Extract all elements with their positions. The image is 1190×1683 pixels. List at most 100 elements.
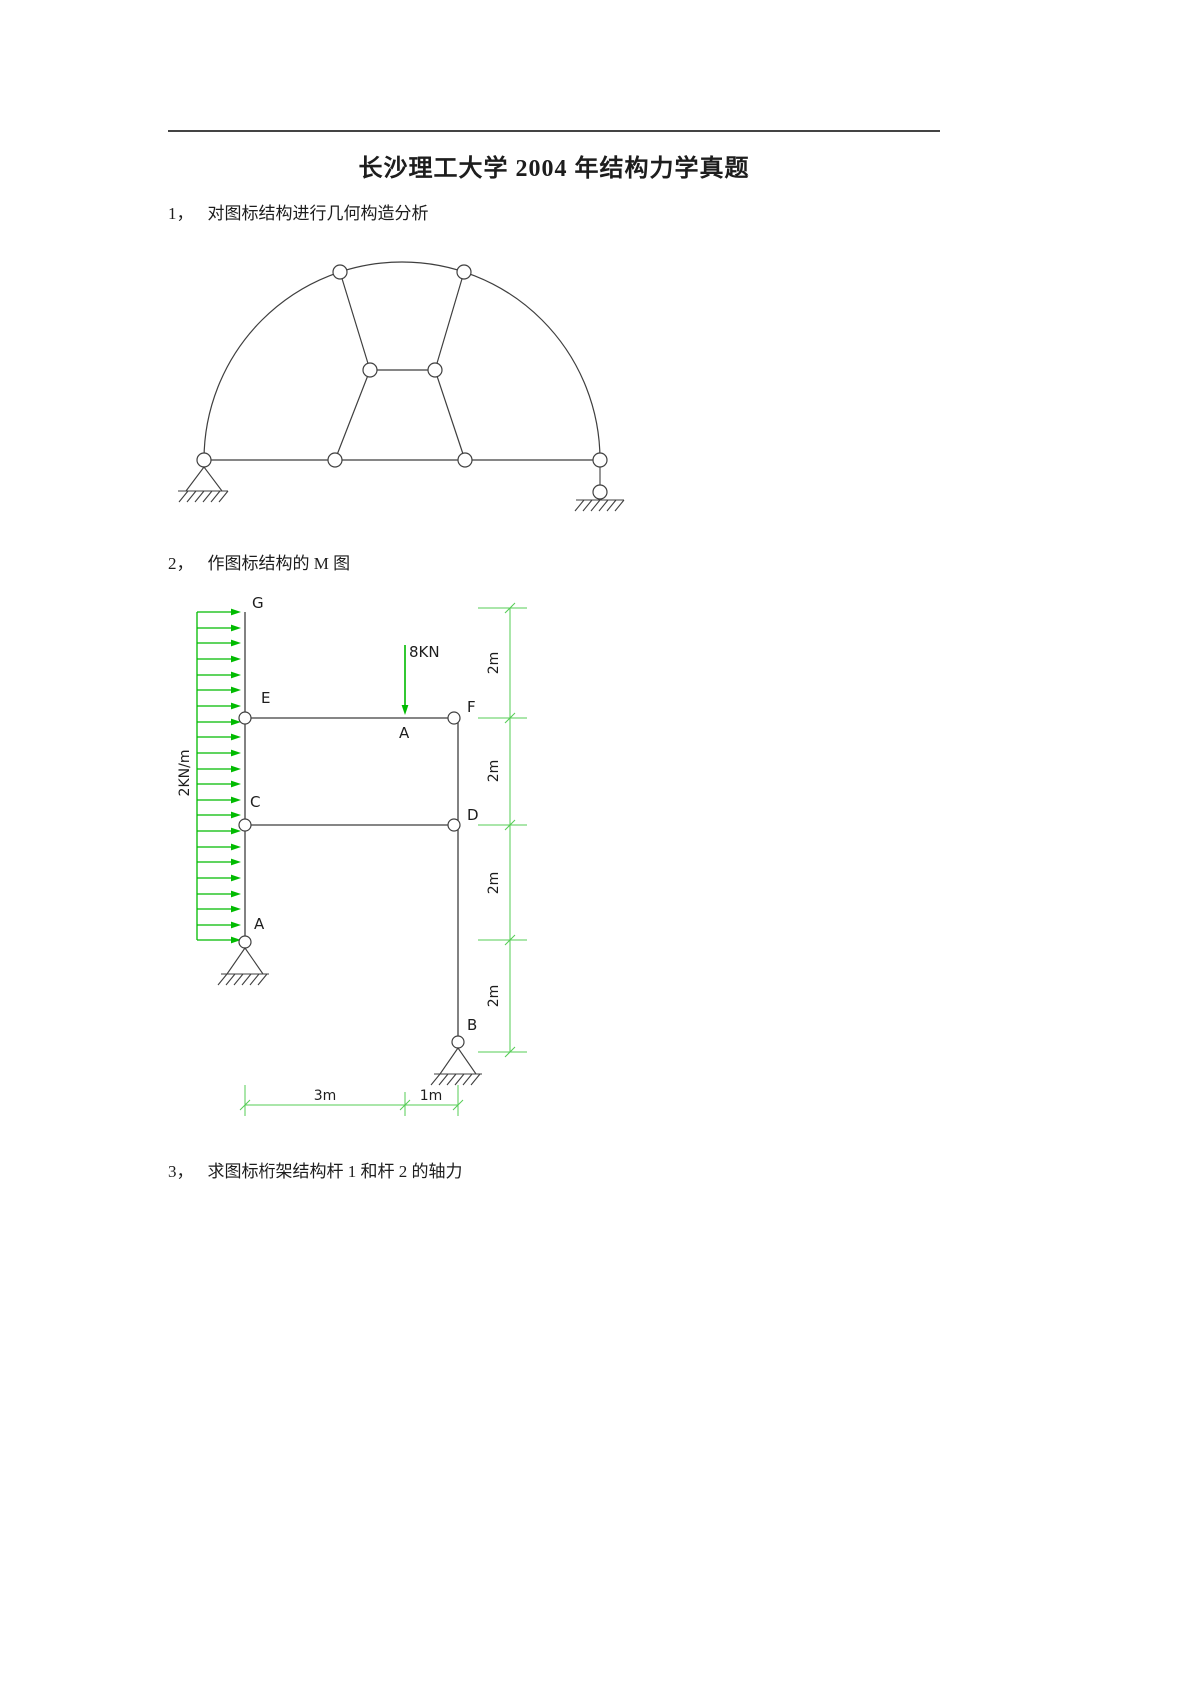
load-arrow-icon [196,920,242,930]
arch-curve [203,261,601,461]
dim-label-3m: 3m [314,1088,337,1104]
dim-label-2m-1: 2m [486,652,502,675]
node-label-F: F [467,698,476,716]
distributed-load-label: 2KN/m [177,750,193,797]
point-load-arrowhead-icon [401,705,409,715]
question-3: 3，求图标桁架结构杆 1 和杆 2 的轴力 [168,1157,463,1182]
web-member [434,271,465,371]
load-arrow-icon [196,795,242,805]
frame-hinges [238,711,465,1049]
hatch [202,490,213,503]
load-arrow-icon [196,638,242,648]
web-member [334,369,371,461]
hinge-icon [457,452,473,468]
node-label-C: C [250,793,260,811]
hatch [462,1073,473,1086]
hinge-icon [196,452,212,468]
load-arrow-icon [196,842,242,852]
load-arrow-icon [196,779,242,789]
dim-label-1m: 1m [420,1088,443,1104]
hatch [430,1073,441,1086]
frame-structure-diagram: 2KN/m 8KN [177,594,527,1116]
dim-tick [452,1099,464,1111]
hatch [598,499,609,512]
load-arrow-icon [196,935,242,945]
hatch [582,499,593,512]
hinge-icon [238,818,252,832]
load-arrow-icon [196,764,242,774]
web-member [339,271,371,371]
hinge-icon [456,264,472,280]
question-1-number: 1， [168,204,194,223]
load-arrow-icon [196,607,242,617]
hatch [233,973,244,986]
dim-label-2m-3: 2m [486,872,502,895]
node-label-A-beam: A [399,724,410,742]
hatch [454,1073,465,1086]
hatch [257,973,268,986]
hatch [614,499,625,512]
point-load-label: 8KN [409,643,440,661]
hatch [186,490,197,503]
hatch [178,490,189,503]
load-arrow-icon [196,826,242,836]
right-roller-support [574,467,625,512]
hatch [218,490,229,503]
hatch [225,973,236,986]
dim-tick [504,1046,516,1058]
page-title: 长沙理工大学 2004 年结构力学真题 [358,156,750,182]
support-B [430,1047,482,1086]
node-label-A: A [254,915,265,933]
question-2-text: 作图标结构的 M 图 [207,554,351,573]
load-arrow-icon [196,623,242,633]
question-1-text: 对图标结构进行几何构造分析 [207,204,429,223]
hinge-icon [362,362,378,378]
node-label-B: B [467,1016,477,1034]
hatch [606,499,617,512]
hatch [470,1073,481,1086]
hinge-icon [427,362,443,378]
dim-tick [504,602,516,614]
distributed-load [196,607,242,945]
question-2-number: 2， [168,554,194,573]
hatch [574,499,585,512]
arch-structure-diagram [178,261,625,512]
load-arrow-icon [196,670,242,680]
hatch [438,1073,449,1086]
load-arrow-icon [196,654,242,664]
node-label-E: E [261,689,270,707]
support-triangle-icon [438,1047,478,1075]
load-arrow-icon [196,810,242,820]
point-load: 8KN [401,643,440,715]
question-2: 2， 作图标结构的 M 图 [168,549,350,574]
load-arrow-icon [196,701,242,711]
hinge-icon [447,818,461,832]
frame-members [244,612,459,1042]
hinge-icon [327,452,343,468]
support-triangle-icon [184,466,224,492]
load-arrow-icon [196,748,242,758]
dimension-lines [239,602,527,1116]
hatch [194,490,205,503]
dim-tick [504,934,516,946]
hinge-icon [238,935,252,949]
hinge-joints [196,264,608,500]
question-1: 1， 对图标结构进行几何构造分析 [168,199,429,224]
hatch [249,973,260,986]
dimension-labels: 2m 2m 2m 2m 3m 1m [314,652,502,1104]
question-3-number: 3， [168,1162,194,1181]
support-A [217,947,269,986]
hinge-icon [332,264,348,280]
hatch [241,973,252,986]
load-arrow-icon [196,873,242,883]
node-label-G: G [252,594,264,612]
load-arrow-icon [196,732,242,742]
hinge-icon [447,711,461,725]
hinge-icon [592,452,608,468]
arch-members [203,261,601,461]
hatch [590,499,601,512]
node-label-D: D [467,806,479,824]
dim-tick [504,712,516,724]
hinge-icon [592,484,608,500]
